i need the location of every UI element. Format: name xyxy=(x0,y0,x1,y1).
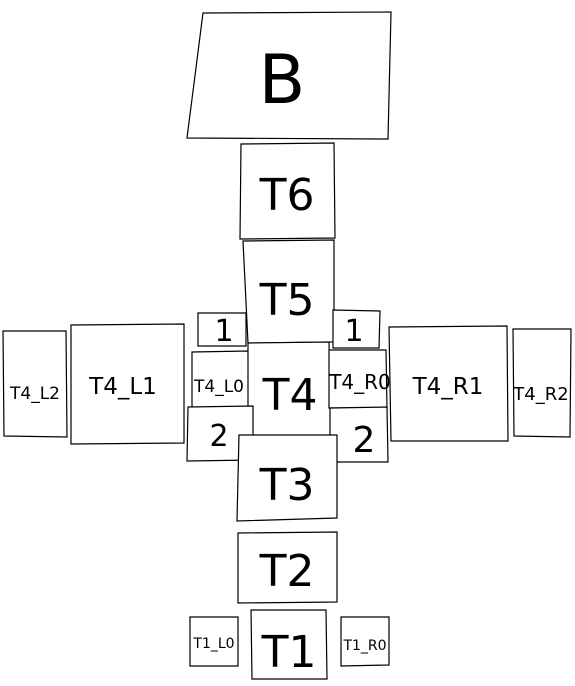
box-b-label: B xyxy=(259,41,306,120)
box-r1-top-label: 1 xyxy=(344,314,363,349)
box-t4-r1: T4_R1 xyxy=(388,325,509,442)
box-t4-label: T4 xyxy=(262,370,318,421)
box-t2-label: T2 xyxy=(259,546,315,597)
box-t1-label: T1 xyxy=(261,627,317,678)
box-r2-bottom: 2 xyxy=(329,406,389,463)
box-t1-l0-label: T1_L0 xyxy=(192,636,234,652)
box-t4-r2-label: T4_R2 xyxy=(512,384,568,405)
box-t4: T4 xyxy=(247,341,332,438)
box-l1-top-label: 1 xyxy=(214,314,233,349)
box-b: B xyxy=(186,11,392,140)
box-t4-l2-label: T4_L2 xyxy=(9,384,60,404)
box-t4-l1-label: T4_L1 xyxy=(88,374,157,400)
box-t3: T3 xyxy=(236,434,338,522)
box-t4-l2: T4_L2 xyxy=(2,330,68,438)
box-t4-l1: T4_L1 xyxy=(70,323,185,445)
box-t4-l0: T4_L0 xyxy=(191,350,251,409)
box-t1: T1 xyxy=(250,609,328,680)
box-t4-l0-label: T4_L0 xyxy=(193,377,244,397)
box-t6: T6 xyxy=(239,142,336,240)
box-t1-r0-label: T1_R0 xyxy=(342,638,386,654)
box-t1-r0: T1_R0 xyxy=(340,616,390,667)
box-r2-bottom-label: 2 xyxy=(353,420,376,461)
box-l2-bottom: 2 xyxy=(186,405,254,462)
box-t5: T5 xyxy=(242,239,335,344)
box-t3-label: T3 xyxy=(259,460,315,511)
box-l2-bottom-label: 2 xyxy=(209,419,228,454)
box-t5-label: T5 xyxy=(259,275,315,326)
box-t2: T2 xyxy=(237,531,338,604)
box-r1-top: 1 xyxy=(332,309,381,349)
box-l1-top: 1 xyxy=(197,312,247,349)
box-t6-label: T6 xyxy=(259,170,315,221)
box-t4-r0-label: T4_R0 xyxy=(328,370,391,394)
box-t4-r0: T4_R0 xyxy=(328,349,391,409)
box-t4-r2: T4_R2 xyxy=(512,328,572,438)
box-t1-l0: T1_L0 xyxy=(189,616,239,667)
box-t4-r1-label: T4_R1 xyxy=(412,374,484,400)
